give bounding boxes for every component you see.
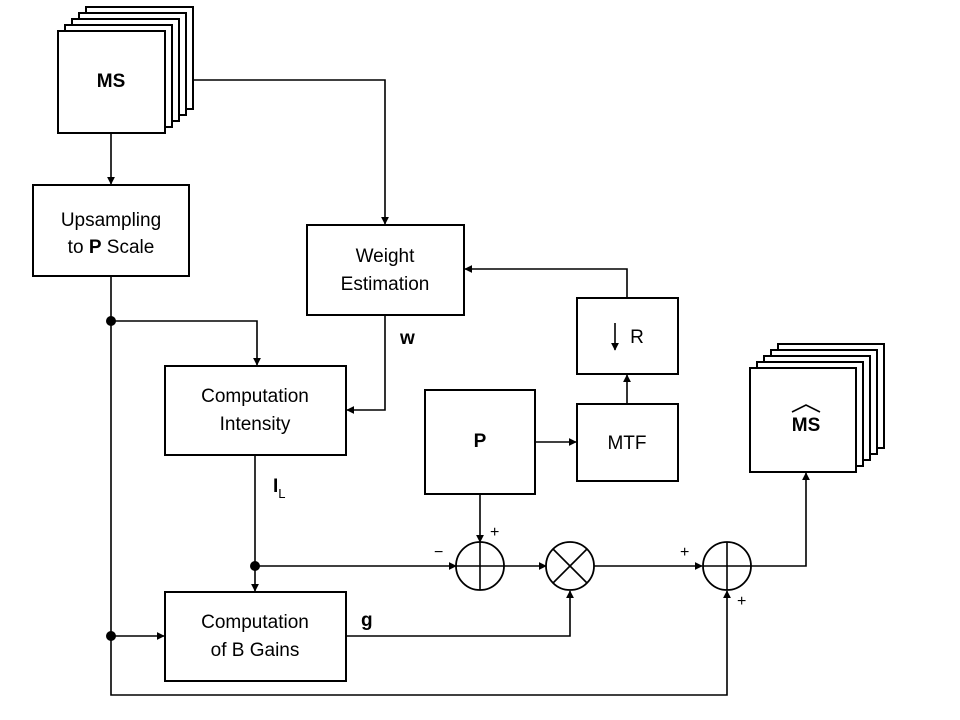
- ms-input-label: MS: [97, 71, 126, 92]
- subtraction-node: [455, 541, 505, 591]
- upsampling-block: Upsampling to P Scale: [32, 184, 190, 277]
- gains-signal-label: g: [361, 610, 373, 631]
- sub-intensity-sign: −: [434, 544, 443, 561]
- ms-output-stack: MS: [749, 343, 885, 473]
- computation-gains-block: Computation of B Gains: [164, 591, 347, 682]
- arrow-downsample-to-weight: [464, 265, 628, 298]
- pan-label: P: [474, 431, 487, 452]
- weight-estimation-label-line2: Estimation: [341, 274, 430, 295]
- upsampling-label: Upsampling: [61, 210, 161, 231]
- sub-pan-sign: +: [490, 524, 499, 541]
- upsampling-scale-label: to P Scale: [68, 237, 155, 258]
- upsampling-scale-text: Scale: [107, 237, 155, 258]
- mtf-block: MTF: [576, 403, 679, 482]
- junction-dot: [106, 316, 116, 326]
- mtf-label: MTF: [607, 433, 646, 454]
- pan-block: P: [424, 389, 536, 495]
- computation-intensity-block: Computation Intensity: [164, 365, 347, 456]
- ms-output-label: MS: [792, 415, 821, 436]
- ms-input-stack: MS: [57, 6, 194, 134]
- hat-accent-icon: [791, 404, 821, 413]
- intensity-main-text: I: [273, 476, 278, 497]
- upsampled-bus: [110, 276, 731, 696]
- computation-gains-label-line2: of B Gains: [211, 640, 300, 661]
- addition-node: [702, 541, 752, 591]
- computation-intensity-label-line2: Intensity: [220, 414, 291, 435]
- intensity-signal-label: IL: [273, 476, 286, 501]
- connections: [107, 79, 810, 696]
- multiplication-node: [545, 541, 595, 591]
- junction-dot: [106, 631, 116, 641]
- upsampling-to-text: to: [68, 237, 84, 258]
- add-product-sign: +: [680, 544, 689, 561]
- upsampling-p-text: P: [89, 237, 102, 258]
- weight-estimation-label-line1: Weight: [356, 246, 416, 267]
- arrow-upsampled-to-intensity: [111, 320, 261, 366]
- computation-gains-label-line1: Computation: [201, 612, 309, 633]
- add-upsampled-sign: +: [737, 593, 746, 610]
- downsample-block: R: [576, 297, 679, 375]
- weights-signal-label: w: [399, 328, 415, 349]
- weight-estimation-block: Weight Estimation: [306, 224, 465, 316]
- arrow-gains-to-multiply: [346, 590, 574, 637]
- arrow-weights-to-intensity: [346, 315, 386, 414]
- intensity-sub-text: L: [278, 486, 285, 501]
- arrow-ms-to-weight: [193, 79, 389, 225]
- arrow-add-to-output: [751, 472, 810, 567]
- downsample-label: R: [630, 327, 644, 348]
- junction-dot: [250, 561, 260, 571]
- computation-intensity-label-line1: Computation: [201, 386, 309, 407]
